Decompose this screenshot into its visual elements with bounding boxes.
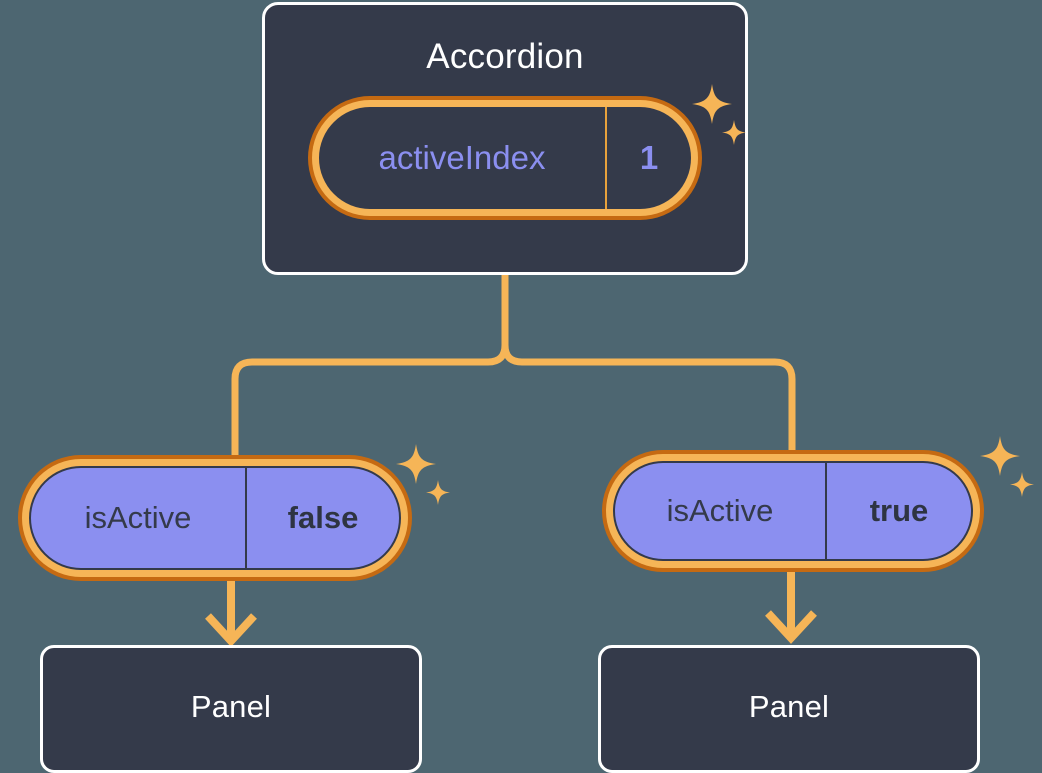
component-card-panel-left[interactable]: Panel [40, 645, 422, 773]
component-title-accordion: Accordion [426, 37, 584, 76]
state-pill-ring: activeIndex 1 [312, 100, 698, 216]
state-key-is-active-right: isActive [615, 463, 827, 559]
component-title-panel-left: Panel [190, 689, 272, 724]
sparkle-small-icon [1010, 472, 1034, 497]
state-pill-body: isActive false [29, 466, 401, 570]
state-pill-is-active-true[interactable]: isActive true [602, 450, 984, 572]
component-card-panel-right[interactable]: Panel [598, 645, 980, 773]
arrow-left-state-to-panel [205, 581, 257, 647]
component-title-panel-right: Panel [748, 689, 830, 724]
sparkle-group-right [980, 436, 1034, 497]
sparkle-large-icon [980, 436, 1020, 476]
state-value-active-index: 1 [639, 139, 659, 176]
state-value-is-active-left: false [287, 500, 359, 535]
state-key-active-index: activeIndex [319, 107, 607, 209]
state-pill-body: activeIndex 1 [319, 107, 691, 209]
state-pill-active-index[interactable]: activeIndex 1 [308, 96, 702, 220]
connector-root-to-children [231, 271, 509, 459]
arrow-right-state-to-panel [765, 572, 817, 644]
connector-root-to-right-child [501, 341, 796, 454]
state-pill-ring: isActive true [606, 454, 980, 568]
state-pill-is-active-false[interactable]: isActive false [18, 455, 412, 581]
state-pill-ring: isActive false [22, 459, 408, 577]
sparkle-small-icon [426, 480, 450, 505]
state-key-is-active-left: isActive [31, 468, 247, 568]
state-value-is-active-right: true [869, 493, 929, 528]
sparkle-large-icon [396, 444, 436, 484]
state-pill-body: isActive true [613, 461, 973, 561]
